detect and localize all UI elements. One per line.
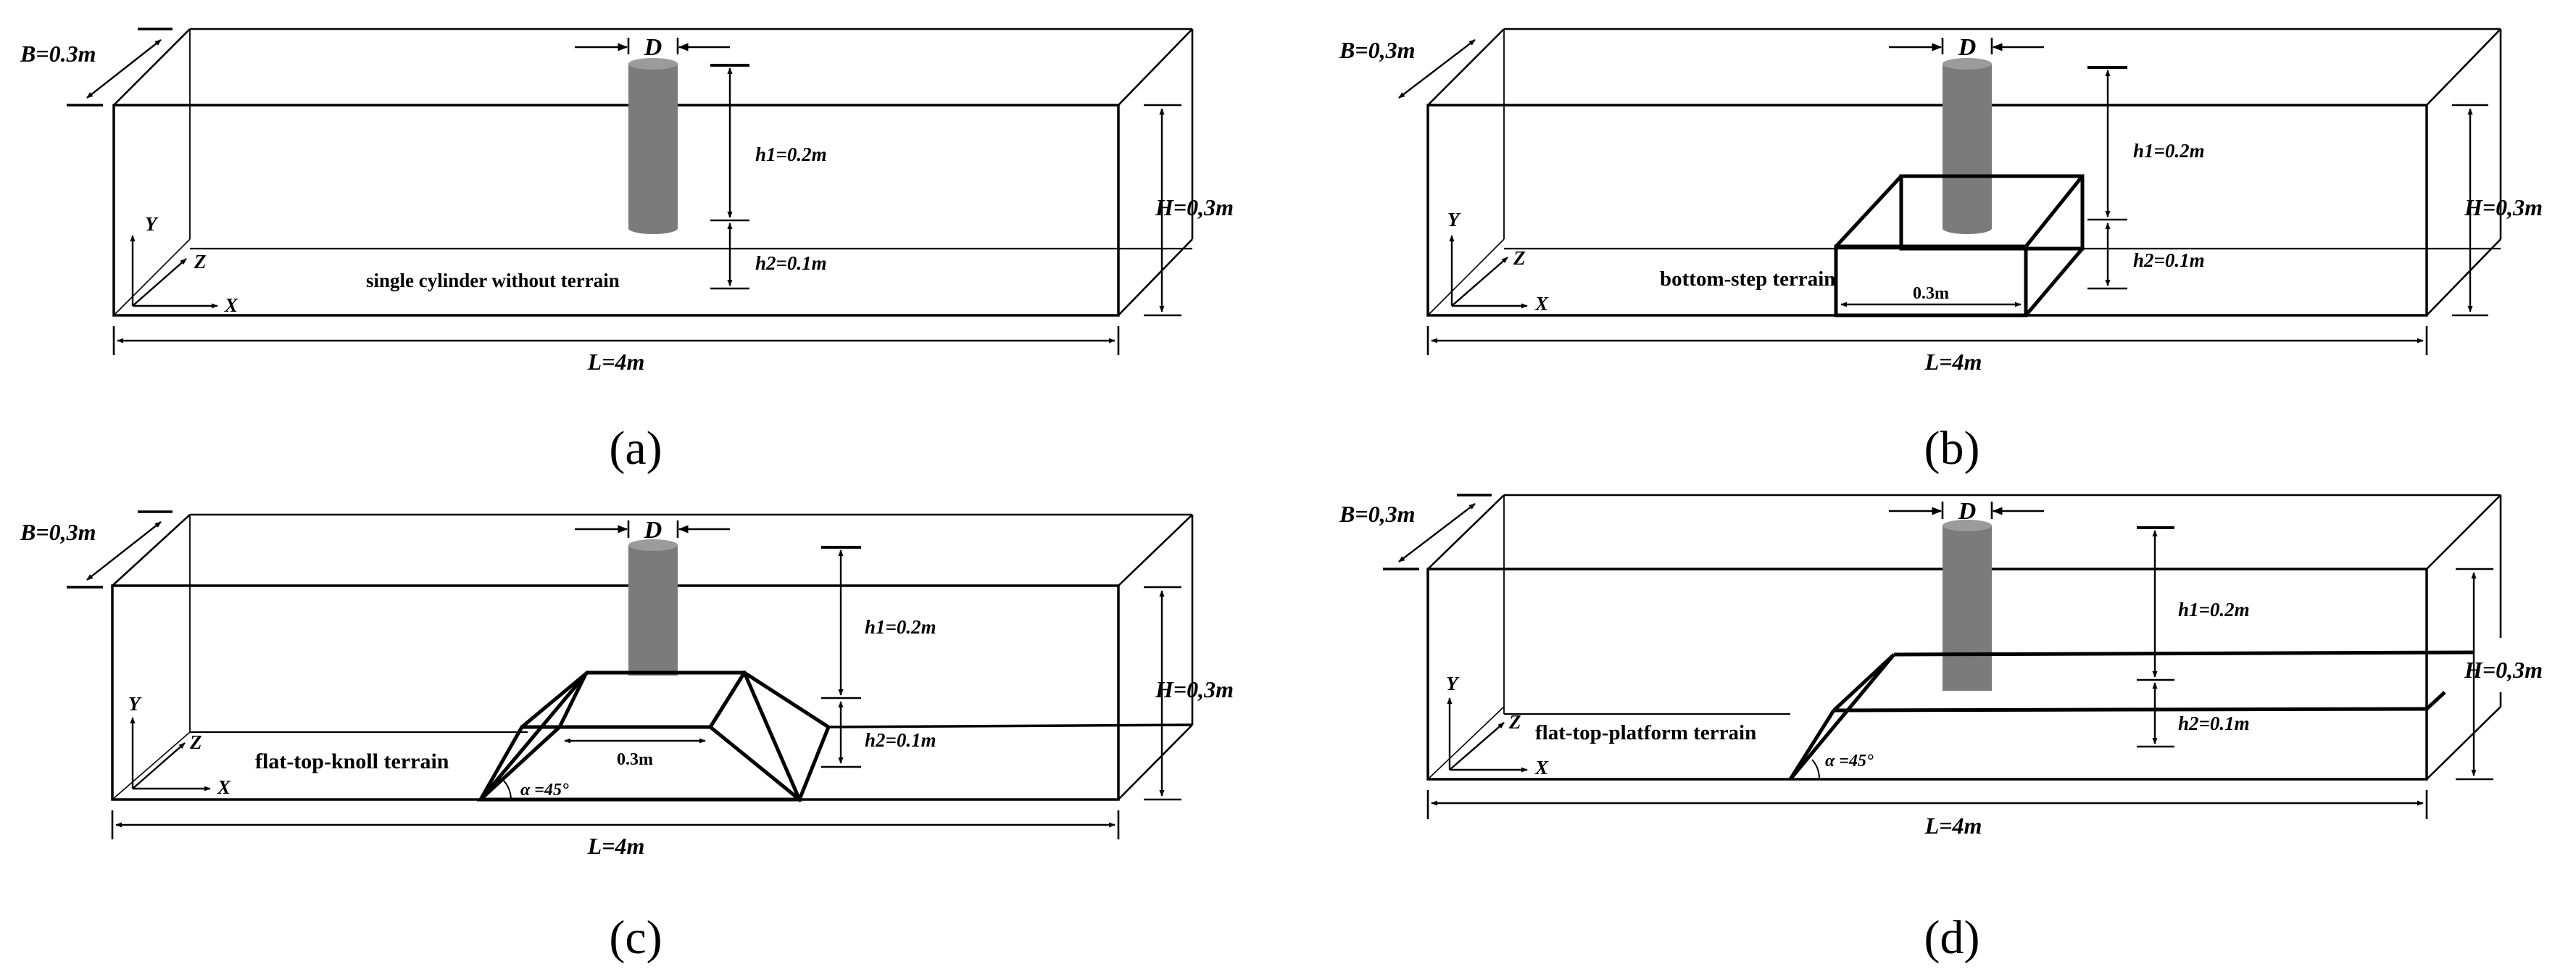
h1-label: h1=0.2m bbox=[755, 144, 827, 165]
length-label: L=4m bbox=[587, 833, 645, 859]
width-dimension: B=0,3m bbox=[1339, 494, 1492, 570]
height-dimension: H=0,3m bbox=[2456, 568, 2543, 781]
length-dimension: L=4m bbox=[1426, 790, 2428, 839]
length-label: L=4m bbox=[1924, 349, 1982, 375]
diameter-dimension: D bbox=[1889, 34, 2044, 61]
length-label: L=4m bbox=[1924, 813, 1982, 839]
panel-d: α =45° D h1=0.2m h2=0.1m H=0,3m bbox=[1339, 494, 2543, 964]
caption-a: (a) bbox=[609, 422, 662, 475]
axis-y-label: Y bbox=[145, 213, 159, 235]
cylinder bbox=[1943, 58, 1992, 234]
width-label: B=0,3m bbox=[1339, 37, 1415, 63]
h1-label: h1=0.2m bbox=[2178, 599, 2250, 620]
slope-angle: α =45° bbox=[1811, 752, 1874, 780]
step-width-label: 0.3m bbox=[1913, 284, 1949, 303]
panel-a: D h1=0.2m h2=0.1m H=0,3m L=4m bbox=[20, 28, 1234, 475]
knoll-width-dimension: 0.3m bbox=[564, 738, 706, 769]
length-dimension: L=4m bbox=[111, 810, 1120, 859]
h1-dimension: h1=0.2m bbox=[821, 546, 936, 699]
diameter-label: D bbox=[1958, 34, 1977, 61]
terrain-label: flat-top-platform terrain bbox=[1535, 721, 1756, 744]
width-dimension: B=0,3m bbox=[1339, 37, 1476, 99]
slope-angle-label: α =45° bbox=[520, 781, 569, 800]
axis-z-label: Z bbox=[189, 731, 202, 753]
axis-triad: Y Z X bbox=[1446, 673, 1549, 778]
axis-triad: Y Z X bbox=[130, 213, 238, 316]
axis-y-label: Y bbox=[1446, 673, 1460, 694]
width-label: B=0.3m bbox=[20, 41, 96, 67]
h2-dimension: h2=0.1m bbox=[2087, 223, 2205, 290]
height-label: H=0,3m bbox=[2464, 194, 2543, 220]
width-label: B=0,3m bbox=[1339, 501, 1415, 527]
width-label: B=0,3m bbox=[20, 519, 96, 545]
width-dimension: B=0.3m bbox=[20, 28, 173, 107]
caption-c: (c) bbox=[609, 911, 662, 964]
caption-b: (b) bbox=[1924, 422, 1980, 475]
step-block bbox=[1834, 174, 2085, 317]
height-dimension: H=0,3m bbox=[1144, 104, 1234, 317]
axis-x-label: X bbox=[224, 294, 238, 316]
slope-angle: α =45° bbox=[502, 778, 569, 800]
terrain-label: bottom-step terrain bbox=[1660, 267, 1835, 291]
axis-triad: Y Z X bbox=[128, 693, 231, 798]
step-width-dimension: 0.3m bbox=[1840, 284, 2022, 307]
caption-d: (d) bbox=[1924, 911, 1980, 964]
diameter-label: D bbox=[1958, 498, 1977, 525]
h2-dimension: h2=0.1m bbox=[821, 701, 936, 768]
width-dimension: B=0,3m bbox=[20, 510, 173, 589]
height-label: H=0,3m bbox=[2464, 657, 2543, 683]
axis-y-label: Y bbox=[1447, 209, 1461, 231]
h2-dimension: h2=0.1m bbox=[2137, 682, 2250, 748]
platform bbox=[1788, 650, 2475, 781]
diameter-label: D bbox=[644, 34, 662, 61]
height-label: H=0,3m bbox=[1155, 676, 1234, 702]
knoll bbox=[476, 670, 831, 803]
h2-dimension: h2=0.1m bbox=[710, 223, 827, 290]
terrain-label: single cylinder without terrain bbox=[366, 270, 620, 291]
h1-dimension: h1=0.2m bbox=[2137, 526, 2250, 681]
diameter-label: D bbox=[644, 517, 662, 544]
axis-y-label: Y bbox=[128, 693, 142, 715]
channel-box bbox=[112, 28, 1194, 317]
axis-x-label: X bbox=[1534, 757, 1549, 778]
terrain-label: flat-top-knoll terrain bbox=[255, 749, 449, 773]
knoll-width-label: 0.3m bbox=[617, 750, 653, 769]
h1-label: h1=0.2m bbox=[865, 616, 936, 638]
axis-z-label: Z bbox=[194, 251, 207, 273]
height-dimension: H=0,3m bbox=[1144, 586, 1234, 801]
axis-x-label: X bbox=[217, 776, 231, 798]
diameter-dimension: D bbox=[575, 34, 730, 61]
height-label: H=0,3m bbox=[1155, 194, 1234, 220]
diameter-dimension: D bbox=[575, 517, 730, 544]
cylinder bbox=[628, 58, 678, 234]
axis-x-label: X bbox=[1534, 293, 1549, 315]
panel-c: 0.3m α =45° D h1=0.2m h2=0.1m bbox=[20, 510, 1234, 964]
diameter-dimension: D bbox=[1889, 498, 2044, 525]
cylinder bbox=[628, 539, 678, 676]
axis-triad: Y Z X bbox=[1447, 209, 1549, 315]
h2-label: h2=0.1m bbox=[2178, 713, 2250, 734]
axis-z-label: Z bbox=[1508, 711, 1521, 733]
h2-label: h2=0.1m bbox=[2133, 249, 2205, 271]
slope-angle-label: α =45° bbox=[1825, 752, 1874, 771]
length-dimension: L=4m bbox=[112, 326, 1120, 375]
h1-dimension: h1=0.2m bbox=[710, 64, 827, 222]
length-label: L=4m bbox=[587, 349, 645, 375]
h2-label: h2=0.1m bbox=[865, 729, 936, 751]
length-dimension: L=4m bbox=[1426, 326, 2428, 375]
height-dimension: H=0,3m bbox=[2452, 104, 2543, 317]
cylinder bbox=[1943, 520, 1992, 691]
h2-label: h2=0.1m bbox=[755, 252, 827, 274]
axis-z-label: Z bbox=[1513, 247, 1526, 269]
panel-b: 0.3m D h1=0.2m h2=0.1m H=0,3m bbox=[1339, 28, 2543, 475]
h1-label: h1=0.2m bbox=[2133, 140, 2205, 162]
h1-dimension: h1=0.2m bbox=[2087, 66, 2205, 221]
